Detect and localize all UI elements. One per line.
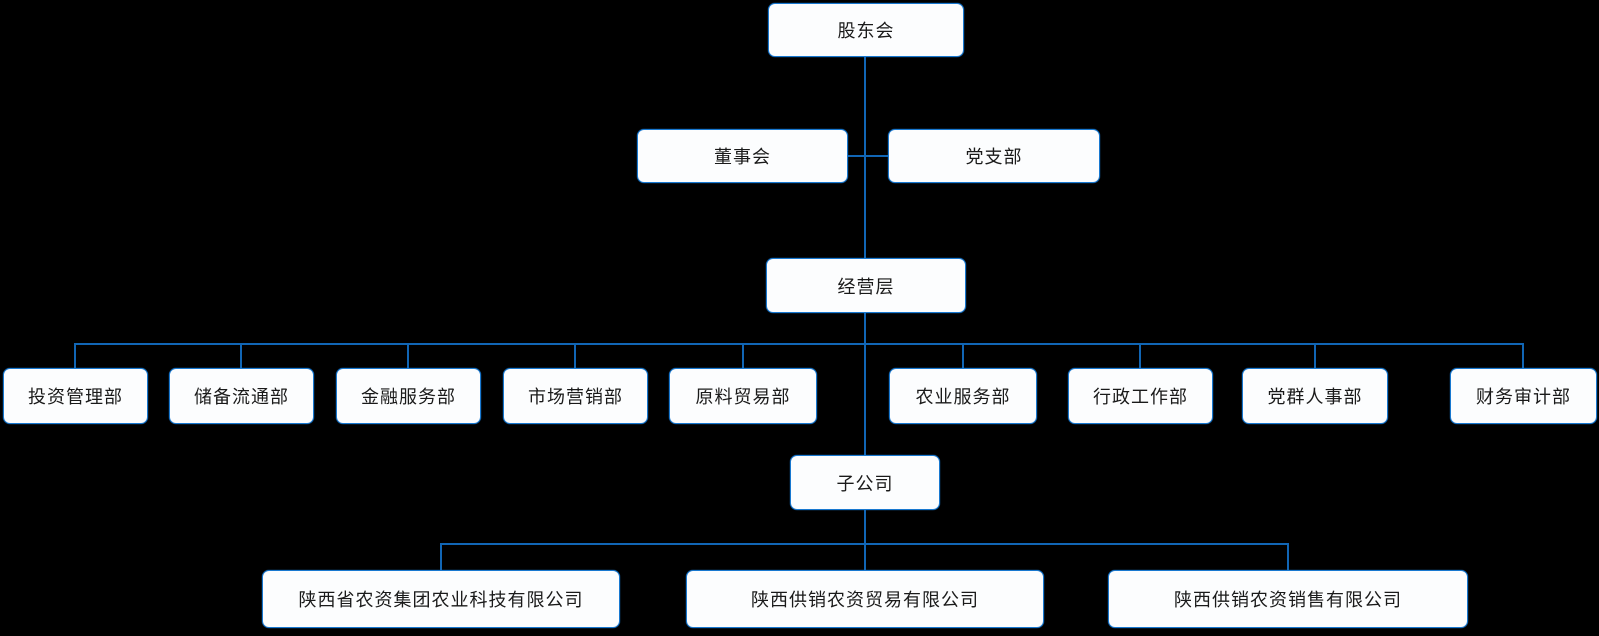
- org-node-label: 陕西供销农资销售有限公司: [1174, 590, 1402, 610]
- connector-line-drop-party-masses: [1314, 345, 1316, 368]
- org-node-label: 党群人事部: [1267, 387, 1363, 407]
- connector-line-drop-company-right: [1287, 545, 1289, 570]
- org-node-label: 财务审计部: [1476, 387, 1571, 407]
- org-node-label: 行政工作部: [1093, 387, 1188, 407]
- connector-line-drop-financial: [407, 345, 409, 368]
- org-node-company-agritech: 陕西省农资集团农业科技有限公司: [262, 570, 620, 628]
- connector-line-drop-agricultural: [962, 345, 964, 368]
- org-node-dept-financial-services: 金融服务部: [336, 368, 481, 424]
- org-node-label: 陕西供销农资贸易有限公司: [751, 590, 979, 610]
- org-node-label: 股东会: [837, 21, 895, 41]
- connector-line-trunk-middle: [864, 313, 866, 455]
- org-node-label: 金融服务部: [361, 387, 456, 407]
- connector-line-trunk-bottom: [864, 510, 866, 570]
- connector-line-company-bus: [440, 543, 1289, 545]
- org-node-company-sales: 陕西供销农资销售有限公司: [1108, 570, 1468, 628]
- org-node-dept-finance-audit: 财务审计部: [1450, 368, 1597, 424]
- connector-line-dept-bus: [74, 343, 1524, 345]
- connector-line-level2-bridge: [848, 155, 888, 157]
- org-node-dept-raw-material-trade: 原料贸易部: [669, 368, 817, 424]
- org-node-party-branch: 党支部: [888, 129, 1100, 183]
- connector-line-drop-marketing: [574, 345, 576, 368]
- org-node-label: 党支部: [965, 147, 1023, 167]
- org-node-management-level: 经营层: [766, 258, 966, 313]
- org-node-dept-marketing: 市场营销部: [503, 368, 648, 424]
- connector-line-drop-reserve: [240, 345, 242, 368]
- connector-line-drop-raw-material: [742, 345, 744, 368]
- org-node-dept-party-masses-personnel: 党群人事部: [1242, 368, 1388, 424]
- org-node-shareholders-meeting: 股东会: [768, 3, 964, 57]
- connector-line-drop-company-left: [440, 545, 442, 570]
- org-node-subsidiaries: 子公司: [790, 455, 940, 510]
- org-node-label: 储备流通部: [194, 387, 289, 407]
- org-node-label: 董事会: [714, 147, 771, 167]
- org-node-label: 市场营销部: [528, 387, 623, 407]
- org-node-label: 原料贸易部: [695, 387, 791, 407]
- org-node-label: 经营层: [837, 276, 895, 297]
- connector-line-drop-administrative: [1139, 345, 1141, 368]
- connector-line-drop-investment: [74, 345, 76, 368]
- org-node-label: 投资管理部: [28, 387, 123, 407]
- org-node-dept-reserve-circulation: 储备流通部: [169, 368, 314, 424]
- org-node-dept-administrative-work: 行政工作部: [1068, 368, 1213, 424]
- org-node-board-of-directors: 董事会: [637, 129, 848, 183]
- org-node-company-trade: 陕西供销农资贸易有限公司: [686, 570, 1044, 628]
- org-node-dept-agricultural-services: 农业服务部: [889, 368, 1037, 424]
- org-node-label: 陕西省农资集团农业科技有限公司: [298, 590, 584, 610]
- org-node-label: 农业服务部: [915, 387, 1011, 407]
- org-node-dept-investment-management: 投资管理部: [3, 368, 148, 424]
- connector-line-drop-finance-audit: [1522, 345, 1524, 368]
- connector-line-trunk-top: [864, 57, 866, 258]
- org-node-label: 子公司: [836, 473, 894, 494]
